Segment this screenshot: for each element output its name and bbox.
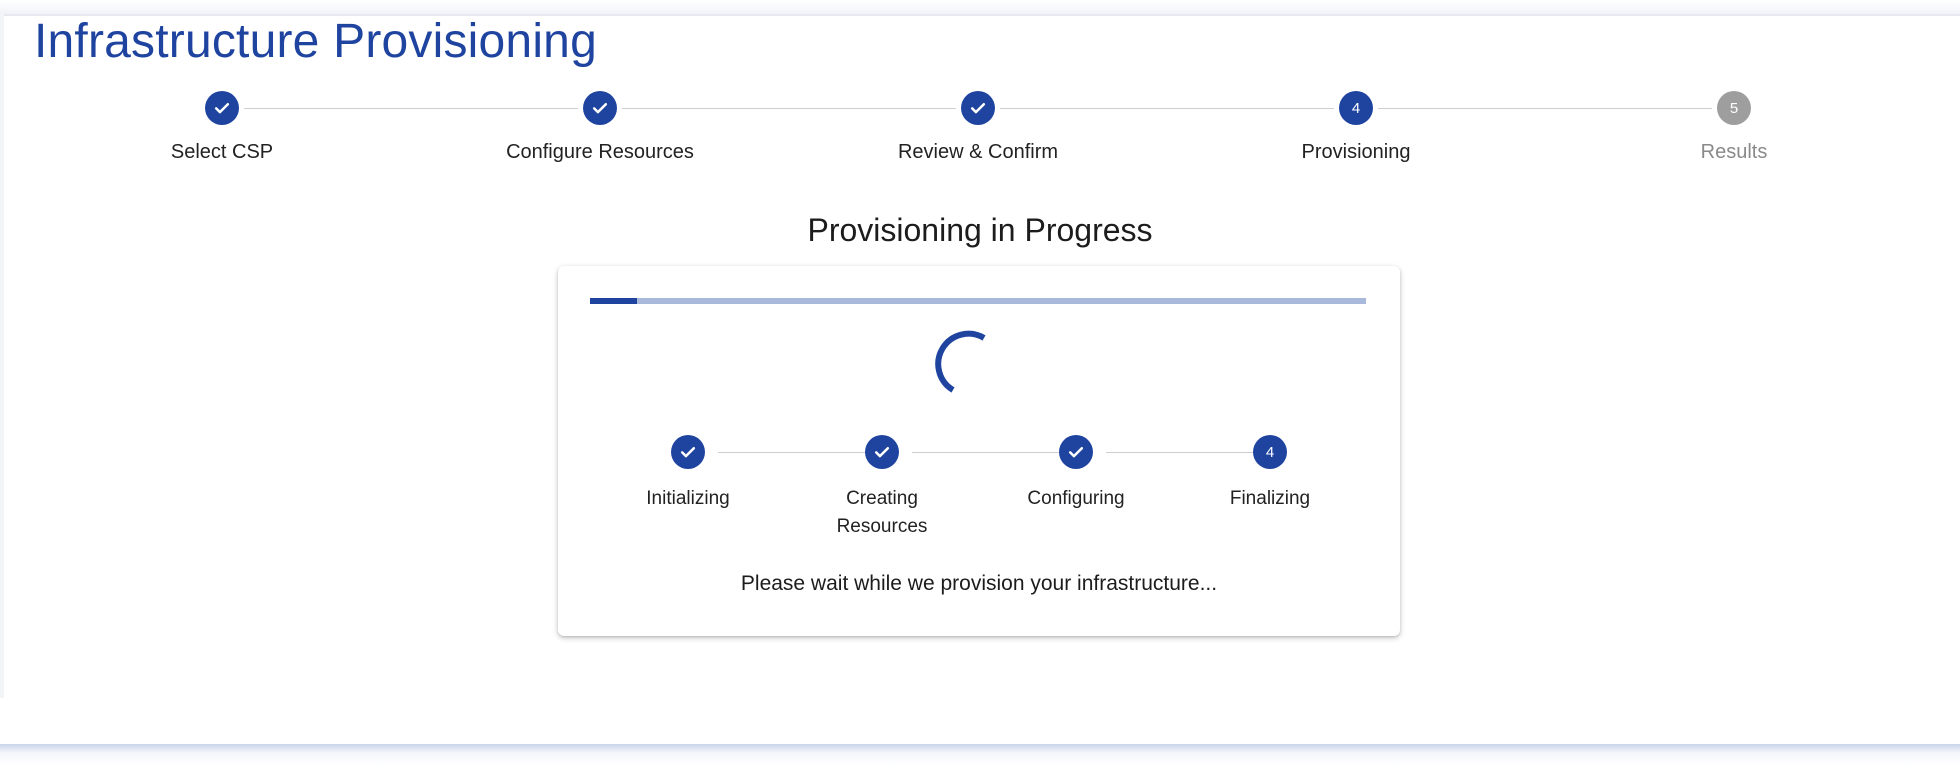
loading-spinner-icon — [935, 330, 986, 393]
step-number: 4 — [1253, 435, 1287, 469]
substep-initializing: Initializing — [613, 432, 763, 513]
left-border — [0, 14, 4, 698]
substep-connector — [1106, 452, 1272, 453]
step-label: Configure Resources — [506, 141, 694, 163]
check-icon — [961, 91, 995, 125]
step-connector — [1378, 108, 1712, 109]
substep-label: Creating Resources — [836, 488, 928, 537]
sub-stepper: Initializing Creating Resources Configur… — [558, 432, 1400, 542]
step-review-confirm[interactable]: Review & Confirm — [828, 88, 1128, 164]
check-icon — [865, 435, 899, 469]
main-stepper: Select CSP Configure Resources Review & … — [0, 88, 1960, 178]
progress-bar-fill — [590, 298, 637, 304]
step-label: Review & Confirm — [897, 141, 1059, 163]
provisioning-card: Initializing Creating Resources Configur… — [558, 266, 1400, 636]
substep-connector — [718, 452, 884, 453]
step-provisioning[interactable]: 4 Provisioning — [1206, 88, 1506, 164]
bottom-border — [0, 744, 1960, 766]
wait-message: Please wait while we provision your infr… — [740, 572, 1218, 595]
top-border — [0, 0, 1960, 16]
step-number: 4 — [1339, 91, 1373, 125]
substep-label: Initializing — [646, 488, 730, 509]
check-icon — [205, 91, 239, 125]
substep-label: Configuring — [1027, 488, 1125, 509]
step-label: Provisioning — [1301, 141, 1411, 163]
check-icon — [671, 435, 705, 469]
progress-bar — [590, 298, 1366, 304]
step-label: Select CSP — [170, 141, 274, 163]
step-connector — [1000, 108, 1334, 109]
substep-finalizing: 4 Finalizing — [1195, 432, 1345, 513]
step-number: 5 — [1717, 91, 1751, 125]
substep-creating-resources: Creating Resources — [807, 432, 957, 541]
check-icon — [583, 91, 617, 125]
substep-connector — [912, 452, 1078, 453]
check-icon — [1059, 435, 1093, 469]
step-configure-resources[interactable]: Configure Resources — [450, 88, 750, 164]
step-connector — [622, 108, 956, 109]
step-results[interactable]: 5 Results — [1584, 88, 1884, 164]
section-title: Provisioning in Progress — [807, 212, 1153, 248]
step-select-csp[interactable]: Select CSP — [72, 88, 372, 164]
page-title: Infrastructure Provisioning — [34, 15, 597, 68]
step-label: Results — [1700, 141, 1768, 163]
substep-label: Finalizing — [1229, 488, 1311, 509]
step-connector — [244, 108, 578, 109]
substep-configuring: Configuring — [1001, 432, 1151, 513]
